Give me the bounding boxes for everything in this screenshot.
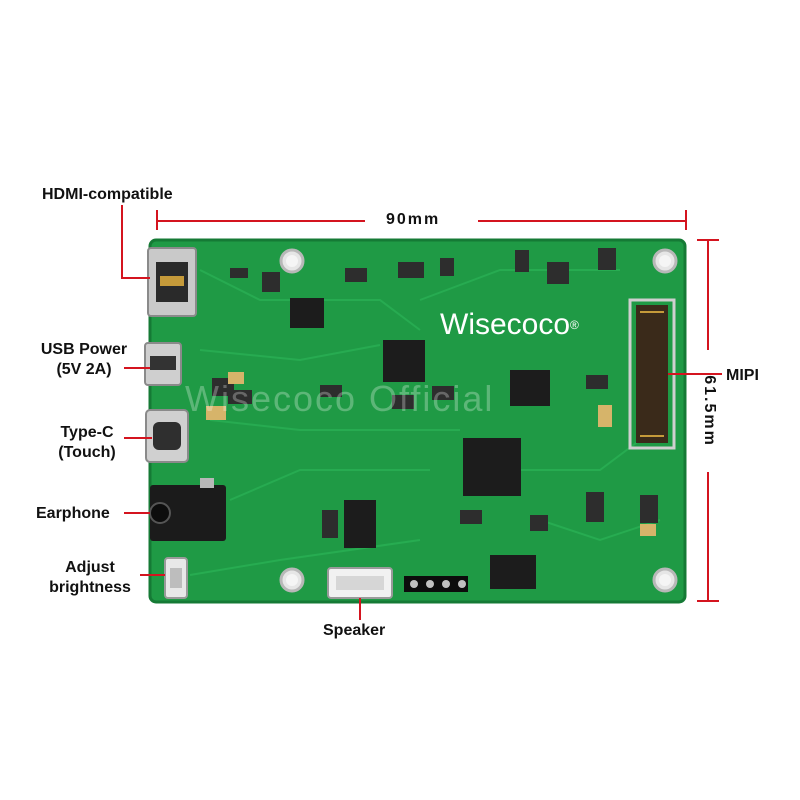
earphone-jack xyxy=(149,478,226,541)
annotation-lines xyxy=(121,205,722,620)
speaker-connector xyxy=(327,567,393,599)
label-usb-power-line1: USB Power xyxy=(40,341,128,358)
label-adjust-brightness: Adjust brightness xyxy=(36,558,144,598)
pcb-board xyxy=(150,240,685,602)
label-speaker: Speaker xyxy=(323,622,386,639)
label-type-c-line2: (Touch) xyxy=(58,444,116,461)
label-adjust-line2: brightness xyxy=(49,579,131,596)
label-type-c-line1: Type-C xyxy=(60,424,114,441)
brand-registered-mark: ® xyxy=(570,318,579,332)
type-c-port xyxy=(145,409,189,463)
height-dimension: 61.5mm xyxy=(701,375,718,447)
usb-power-port xyxy=(144,342,182,386)
label-hdmi: HDMI-compatible xyxy=(42,186,173,203)
label-adjust-line1: Adjust xyxy=(65,559,115,576)
passive-components xyxy=(212,248,658,538)
brand-name: Wisecoco xyxy=(440,308,571,341)
label-mipi: MIPI xyxy=(726,367,759,384)
mounting-holes xyxy=(279,248,678,593)
label-earphone: Earphone xyxy=(36,505,110,522)
pin-header xyxy=(404,576,468,592)
capacitors xyxy=(206,372,656,536)
width-dimension: 90mm xyxy=(386,211,441,228)
label-usb-power: USB Power (5V 2A) xyxy=(30,340,138,380)
hdmi-port xyxy=(147,247,197,317)
chips xyxy=(290,298,550,589)
pcb-traces xyxy=(189,269,661,576)
brightness-switch xyxy=(164,557,188,599)
mipi-connector xyxy=(628,298,676,450)
label-type-c: Type-C (Touch) xyxy=(42,423,132,463)
label-usb-power-line2: (5V 2A) xyxy=(56,361,112,378)
watermark: Wisecoco Official xyxy=(185,378,495,419)
brand-logo: Wisecoco® xyxy=(440,308,579,342)
